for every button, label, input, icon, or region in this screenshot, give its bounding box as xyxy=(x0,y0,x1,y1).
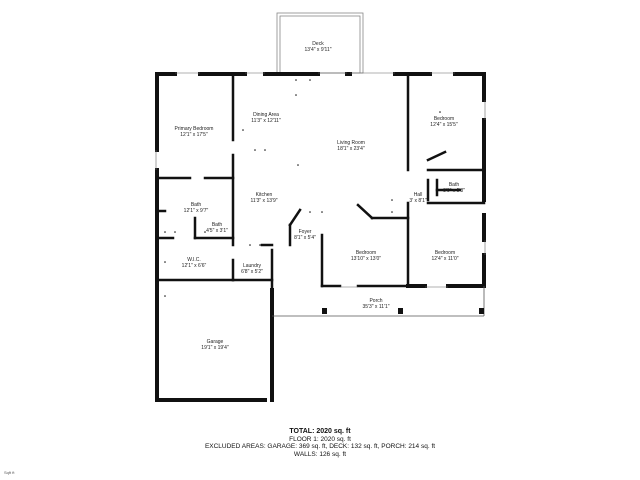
room-name: Garage xyxy=(206,339,224,345)
walls-area: WALLS: 126 sq. ft xyxy=(293,450,347,458)
room-dimensions: 8'6" x 5'8" xyxy=(443,188,465,194)
total-area: TOTAL: 2020 sq. ft xyxy=(289,428,351,435)
room-name: Bedroom xyxy=(355,250,377,256)
room-dining-area: Dining Area 11'3" x 12'11" xyxy=(251,112,280,124)
room-primary-bedroom: Primary Bedroom 12'1" x 17'5" xyxy=(175,126,214,138)
floor-area: FLOOR 1: 2020 sq. ft xyxy=(289,435,351,443)
room-name: Bath xyxy=(190,202,202,208)
room-dimensions: 11'3" x 12'11" xyxy=(251,118,281,124)
room-porch: Porch 35'3" x 11'1" xyxy=(362,298,389,310)
room-dimensions: 6'8" x 5'2" xyxy=(241,269,263,275)
room-bedroom-center: Bedroom 13'10" x 13'0" xyxy=(351,250,381,262)
room-name: Dining Area xyxy=(253,112,279,118)
exterior-walls xyxy=(155,72,486,402)
room-bath-east: Bath 8'6" x 5'8" xyxy=(443,182,465,194)
room-dimensions: 35'3" x 11'1" xyxy=(362,304,390,310)
room-dimensions: 19'1" x 19'4" xyxy=(201,345,229,351)
room-dimensions: 12'4" x 11'0" xyxy=(431,256,459,262)
room-dimensions: 8'1" x 5'4" xyxy=(294,235,316,241)
room-name: Bedroom xyxy=(433,116,455,122)
room-dimensions: 12'1" x 9'7" xyxy=(183,208,209,214)
room-bedroom-se: Bedroom 12'4" x 11'0" xyxy=(431,250,458,262)
room-bath-primary: Bath 12'1" x 9'7" xyxy=(184,202,209,214)
room-bedroom-ne: Bedroom 12'4" x 15'5" xyxy=(430,116,457,128)
fixtures xyxy=(164,79,441,297)
room-dimensions: 12'1" x 6'6" xyxy=(181,263,207,269)
interior-walls xyxy=(155,72,486,292)
room-dimensions: 11'3" x 13'9" xyxy=(250,198,278,204)
room-name: W.I.C. xyxy=(187,257,201,263)
room-dimensions: 18'1" x 23'4" xyxy=(337,146,365,152)
room-hall: Hall 3' x 8'1" xyxy=(409,192,426,204)
room-name: Foyer xyxy=(298,229,312,235)
room-name: Hall xyxy=(413,192,423,198)
room-name: Primary Bedroom xyxy=(174,126,214,132)
room-garage: Garage 19'1" x 19'4" xyxy=(201,339,228,351)
room-name: Living Room xyxy=(337,140,365,146)
room-dimensions: 4'5" x 3'1" xyxy=(206,228,228,234)
room-name: Laundry xyxy=(242,263,262,269)
room-dimensions: 13'4" x 9'11" xyxy=(304,47,332,53)
room-name: Bath xyxy=(448,182,460,188)
porch-posts xyxy=(322,308,484,314)
windows xyxy=(155,72,486,288)
room-wic: W.I.C. 12'1" x 6'6" xyxy=(182,257,207,269)
brand-logo: Sqft ft xyxy=(4,470,15,475)
room-dimensions: 12'1" x 17'5" xyxy=(180,132,208,138)
room-deck: Deck 13'4" x 9'11" xyxy=(304,41,331,53)
room-laundry: Laundry 6'8" x 5'2" xyxy=(241,263,263,275)
room-name: Deck xyxy=(312,41,324,47)
room-name: Bath xyxy=(211,222,223,228)
excluded-areas: EXCLUDED AREAS: GARAGE: 369 sq. ft, DECK… xyxy=(204,443,436,451)
room-living-room: Living Room 18'1" x 23'4" xyxy=(337,140,365,152)
room-kitchen: Kitchen 11'3" x 13'9" xyxy=(250,192,277,204)
room-bath-small: Bath 4'5" x 3'1" xyxy=(206,222,228,234)
room-dimensions: 13'10" x 13'0" xyxy=(350,256,382,262)
room-name: Kitchen xyxy=(255,192,273,198)
room-dimensions: 12'4" x 15'5" xyxy=(430,122,458,128)
room-dimensions: 3' x 8'1" xyxy=(409,198,427,204)
room-name: Porch xyxy=(369,298,383,304)
room-name: Bedroom xyxy=(434,250,456,256)
room-foyer: Foyer 8'1" x 5'4" xyxy=(294,229,316,241)
area-totals: TOTAL: 2020 sq. ft FLOOR 1: 2020 sq. ft … xyxy=(0,428,640,458)
